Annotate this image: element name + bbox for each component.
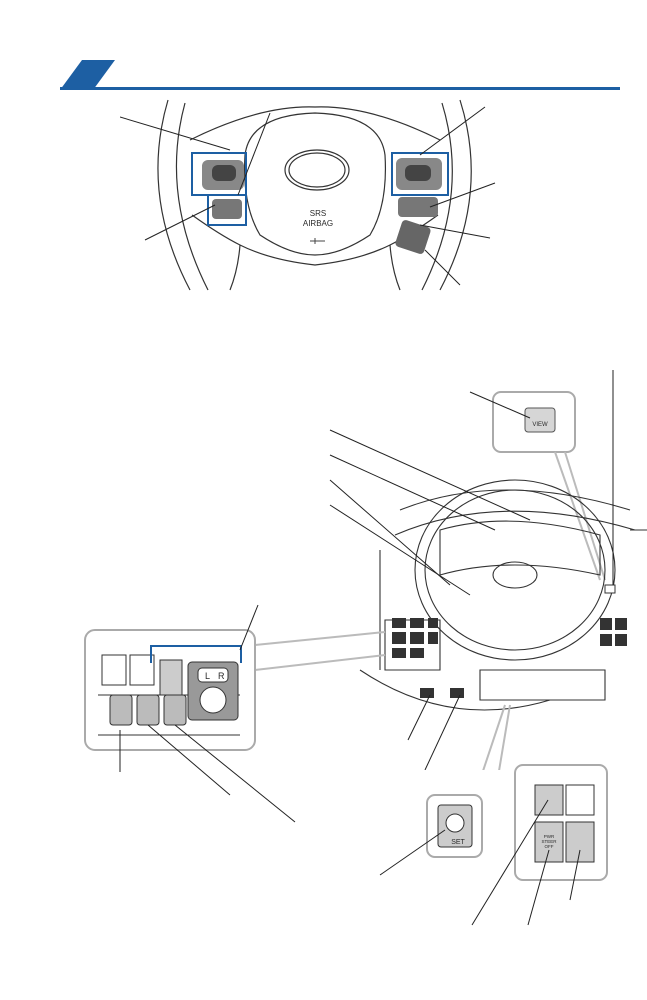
pwr-line-3: OFF <box>545 844 554 849</box>
headlight-cleaner-switch <box>163 694 187 726</box>
right-panel-inset: PWR STEER OFF <box>471 764 608 926</box>
section-header-rule <box>60 87 620 90</box>
pwr-line-2: STEER <box>541 839 557 844</box>
set-label: SET <box>451 839 465 846</box>
set-button-inset: SET <box>379 794 483 876</box>
section-header-graphic <box>60 60 620 90</box>
left-panel-inset: L R <box>84 604 386 823</box>
dash-right-switches <box>600 618 627 646</box>
vsc-off-switch <box>109 694 133 726</box>
section-header-accent <box>60 60 115 90</box>
left-switch-cluster <box>191 152 247 226</box>
dashboard-illustration: VIEW <box>329 370 647 770</box>
steering-wheel-illustration: SRS AIRBAG <box>120 99 496 291</box>
parking-assist-switch <box>136 694 160 726</box>
view-switch-inset: VIEW <box>492 391 606 581</box>
section-header <box>60 60 620 92</box>
srs-label: SRS <box>310 209 326 218</box>
right-switch-cluster <box>391 152 449 254</box>
dash-left-switches <box>392 618 464 698</box>
power-back-door-switch <box>565 821 595 863</box>
pwr-steer-off-switch <box>534 821 564 863</box>
view-label: VIEW <box>532 422 548 428</box>
horn-icon <box>310 238 325 244</box>
airbag-label: AIRBAG <box>303 219 333 228</box>
mirror-l-label: L <box>205 671 210 681</box>
mirror-r-label: R <box>218 671 225 681</box>
pwr-line-1: PWR <box>544 834 555 839</box>
mirror-switch: L R <box>187 661 239 721</box>
